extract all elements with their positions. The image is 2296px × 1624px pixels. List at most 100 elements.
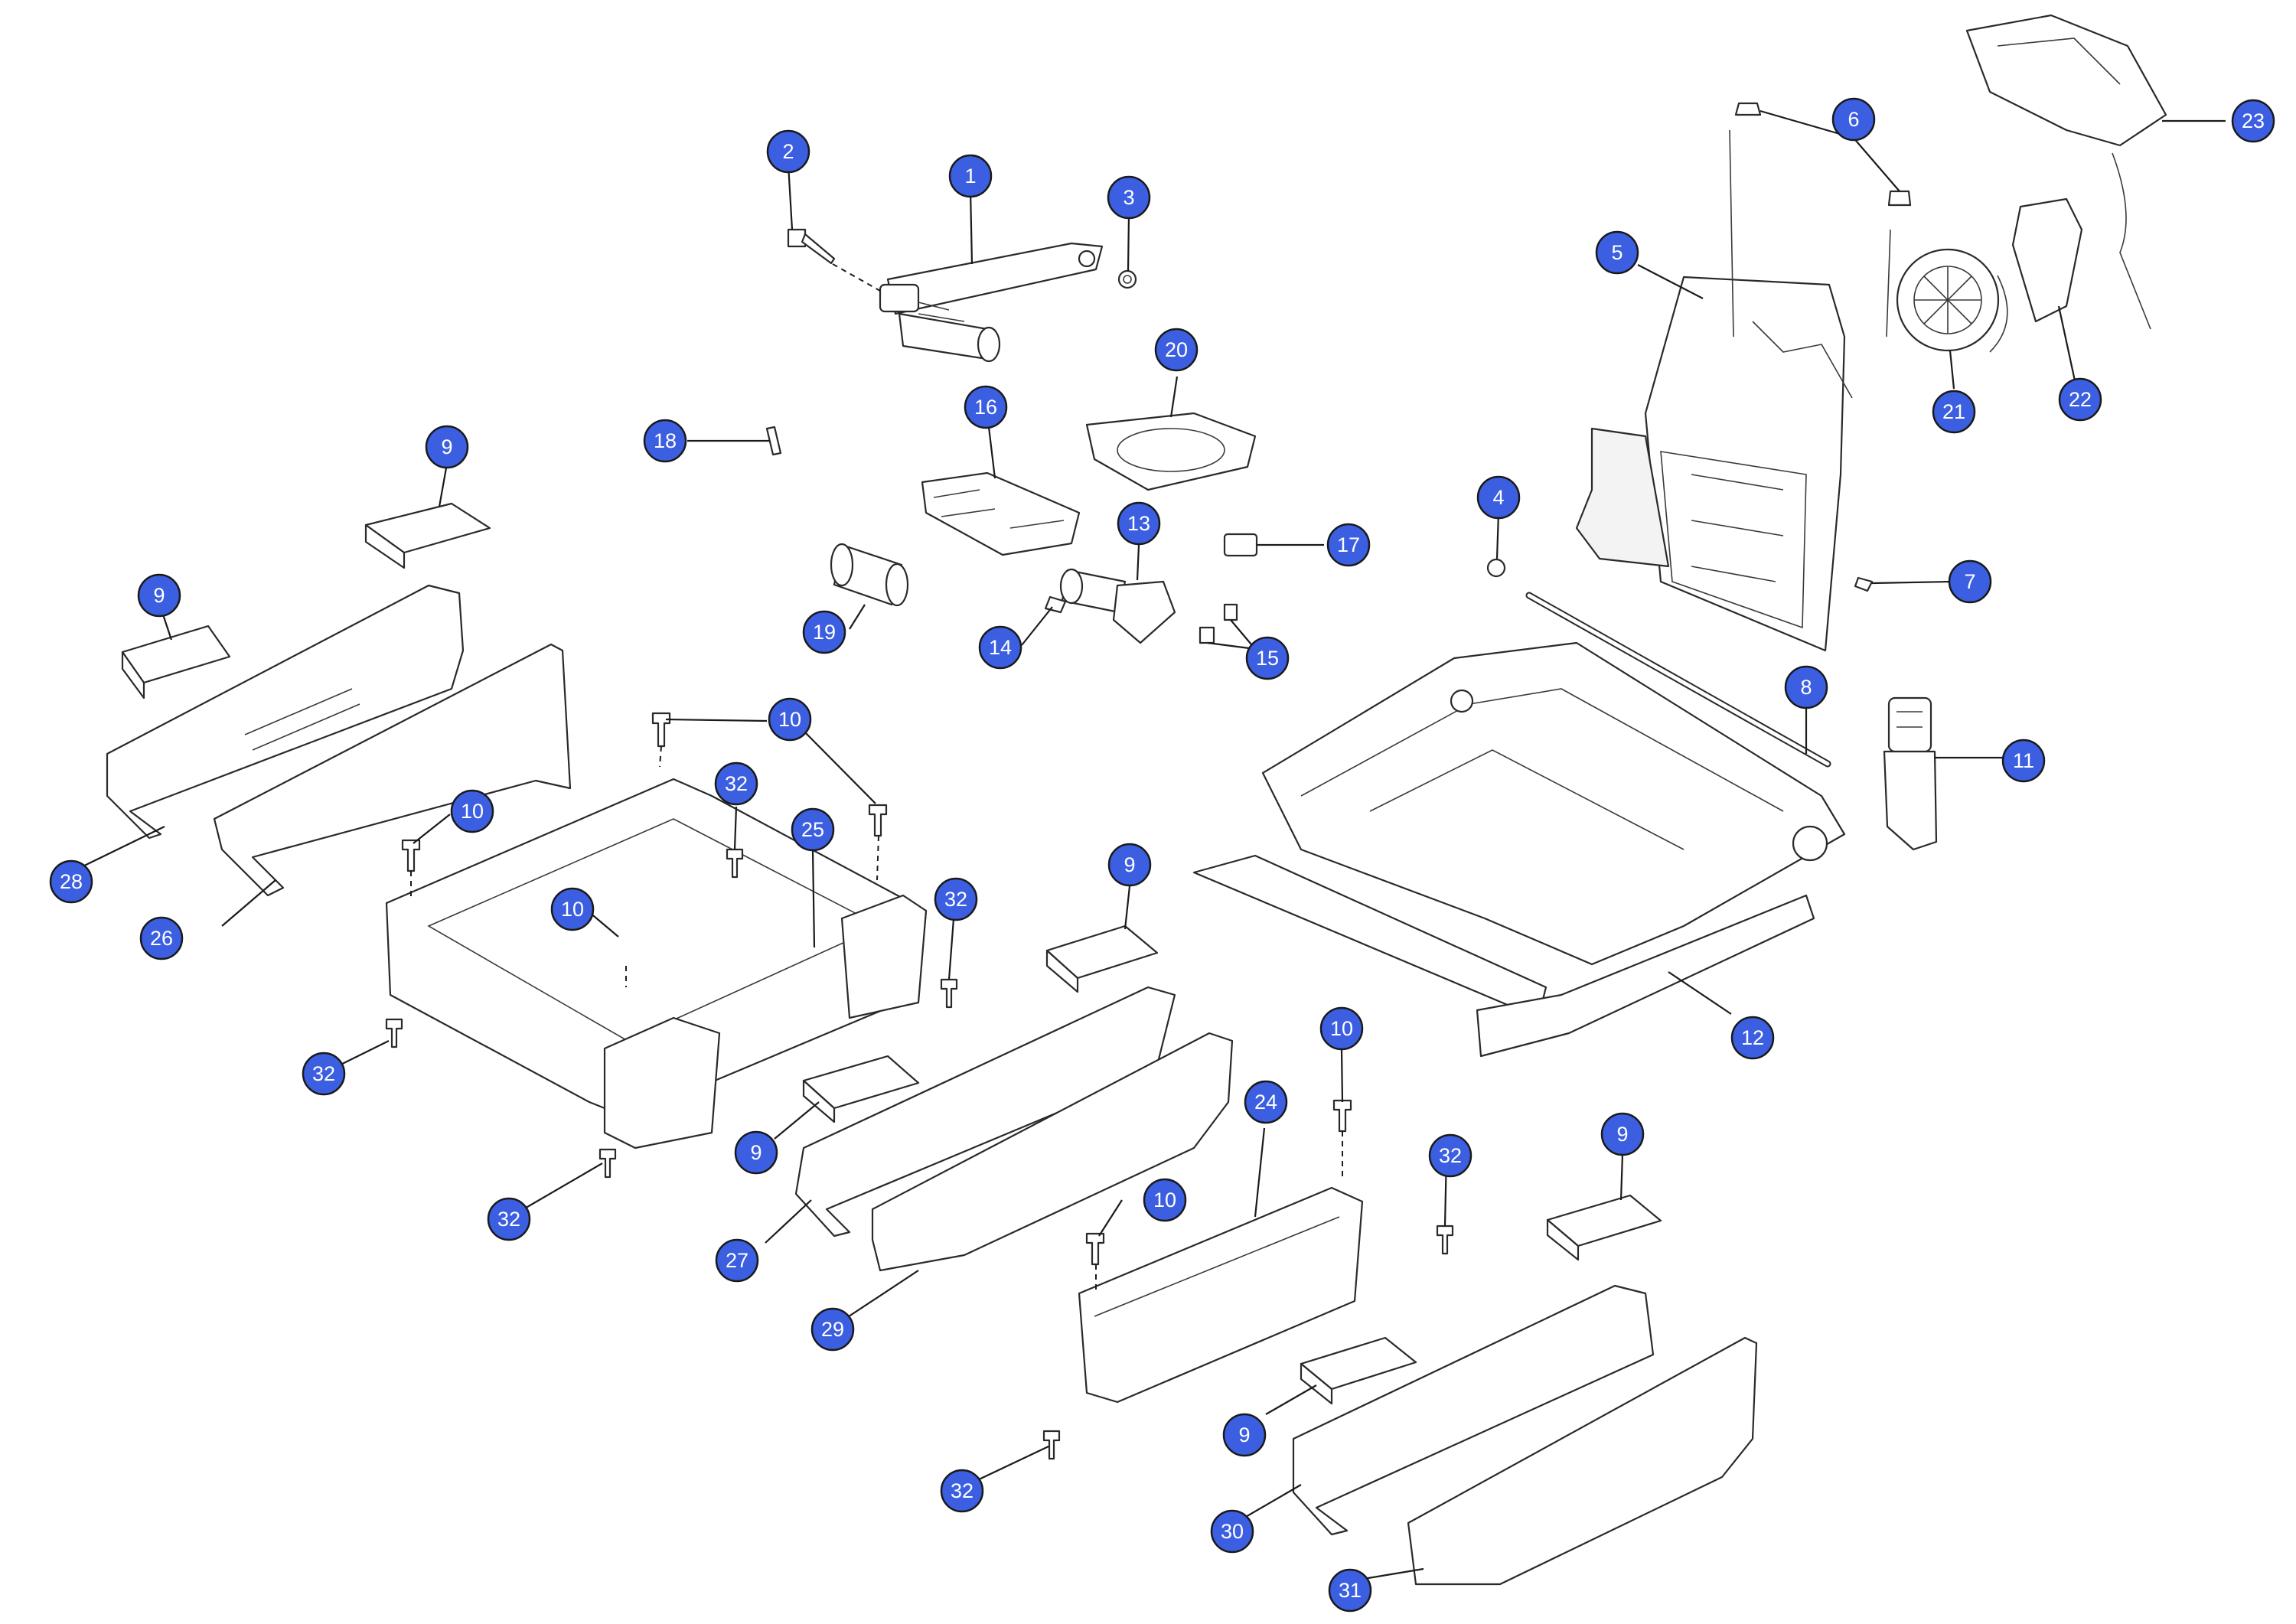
part-6-headrest-guide [1734, 102, 1912, 207]
callout-circle [1244, 1080, 1288, 1124]
callout-c7: 7 [1948, 559, 1992, 604]
callout-circle [139, 916, 184, 960]
callout-number: 1 [964, 165, 976, 188]
part-19-cylinder [830, 543, 909, 607]
part-15-fasteners [1199, 603, 1238, 644]
part-16-control-module [921, 471, 1081, 556]
part-1-recline-actuator [879, 242, 1104, 363]
callout-number: 14 [989, 636, 1012, 659]
callout-circle [2058, 377, 2102, 422]
callout-c32a: 32 [714, 761, 758, 806]
callout-number: 9 [1616, 1123, 1628, 1146]
part-4-clip [1486, 558, 1506, 578]
callout-circle [934, 877, 978, 921]
callout-number: 9 [153, 584, 165, 607]
callout-circle [1328, 1568, 1372, 1613]
callout-circle [450, 789, 494, 833]
callout-circle [1476, 475, 1521, 520]
callout-number: 32 [1439, 1144, 1462, 1167]
callout-circle [802, 610, 846, 654]
part-28-front-shield [106, 584, 465, 840]
callout-number: 29 [821, 1318, 844, 1341]
callout-c10a: 10 [768, 697, 812, 742]
callout-number: 6 [1848, 108, 1859, 131]
part-21-blower-fan [1896, 248, 2000, 352]
callout-c16: 16 [964, 385, 1008, 429]
part-9-trim-cap-e [1546, 1194, 1662, 1261]
part-17-connector [1223, 533, 1258, 557]
callout-c24: 24 [1244, 1080, 1288, 1124]
callout-c14: 14 [978, 625, 1022, 670]
callout-circle [1326, 523, 1371, 567]
callout-circle [1107, 175, 1151, 220]
part-8-torque-rod [1525, 592, 1831, 768]
callout-number: 32 [725, 772, 748, 795]
part-22-wire-bracket [1989, 197, 2083, 353]
callout-c27: 27 [715, 1238, 759, 1283]
part-18-bracket-clip [765, 426, 782, 456]
part-12-seat-frame-assembly [1192, 641, 1846, 1058]
callout-circle [766, 129, 810, 174]
callout-number: 3 [1123, 186, 1134, 209]
part-26-side-trim [213, 643, 572, 897]
part-13-motor [1059, 568, 1176, 644]
part-2-long-bolt [787, 228, 836, 265]
callout-number: 9 [1124, 853, 1135, 876]
callout-number: 20 [1165, 338, 1188, 361]
callout-c9a: 9 [425, 425, 469, 469]
callout-number: 10 [561, 898, 584, 921]
part-3-nut [1117, 269, 1137, 289]
callout-number: 25 [801, 818, 824, 841]
callout-number: 10 [1330, 1017, 1353, 1040]
callout-c29: 29 [810, 1307, 855, 1352]
callout-circle [2001, 739, 2046, 783]
callout-circle [1117, 501, 1161, 546]
callout-c32c: 32 [302, 1052, 346, 1096]
callout-circle [1143, 1178, 1187, 1222]
callout-c32e: 32 [1428, 1133, 1473, 1178]
callout-number: 11 [2013, 749, 2034, 772]
callout-circle [1222, 1413, 1267, 1457]
callout-circle [487, 1197, 531, 1241]
callout-circle [1730, 1016, 1775, 1060]
callout-number: 2 [782, 140, 794, 163]
callout-c10d: 10 [1319, 1006, 1364, 1051]
callout-circle [1948, 559, 1992, 604]
callout-circle [768, 697, 812, 742]
callout-circle [1210, 1509, 1254, 1554]
callout-circle [137, 573, 181, 618]
callout-number: 21 [1942, 400, 1965, 423]
callout-c25: 25 [791, 807, 835, 852]
callout-c31: 31 [1328, 1568, 1372, 1613]
part-11-adjust-motor [1883, 696, 1938, 851]
callout-c10c: 10 [550, 887, 595, 931]
part-9-trim-cap-f [1300, 1336, 1417, 1405]
parts-layer [106, 14, 2167, 1586]
callout-number: 24 [1254, 1091, 1277, 1114]
callout-number: 18 [654, 429, 677, 452]
callout-number: 32 [944, 888, 967, 911]
callout-circle [1831, 97, 1876, 142]
callout-c10b: 10 [450, 789, 494, 833]
part-7-push-pin [1854, 576, 1874, 592]
part-29-skirt-cover [871, 1032, 1234, 1272]
callout-number: 30 [1221, 1520, 1244, 1543]
callout-number: 26 [150, 927, 173, 950]
callout-circle [1428, 1133, 1473, 1178]
callout-c10e: 10 [1143, 1178, 1187, 1222]
callout-c11: 11 [2001, 739, 2046, 783]
part-24-rear-cross-member [1078, 1186, 1364, 1404]
callout-number: 9 [750, 1141, 762, 1164]
callout-c13: 13 [1117, 501, 1161, 546]
callout-circle [1107, 843, 1152, 887]
callout-c3: 3 [1107, 175, 1151, 220]
callout-number: 10 [778, 708, 801, 731]
callout-number: 22 [2069, 388, 2092, 411]
callout-circle [948, 154, 993, 198]
callout-number: 32 [951, 1479, 974, 1502]
callout-circle [1245, 636, 1290, 680]
callout-c32d: 32 [487, 1197, 531, 1241]
callout-c8: 8 [1784, 665, 1828, 709]
part-27-side-shield [794, 986, 1176, 1238]
